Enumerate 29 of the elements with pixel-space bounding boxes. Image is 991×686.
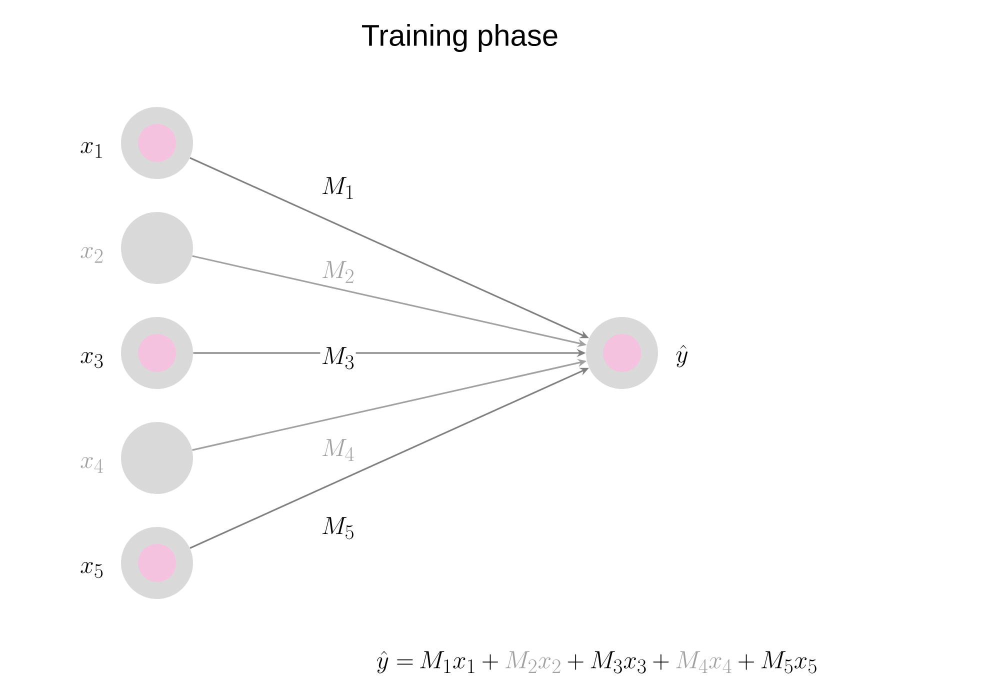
neuron-circle (121, 527, 193, 599)
neuron-circle (121, 107, 193, 179)
variable-label: $x_3$ (80, 352, 103, 368)
edge-label: $M_5$ (320, 516, 356, 540)
edge-label: $M_4$ (320, 438, 356, 462)
variable-label: $x_4$ (80, 457, 103, 473)
label: $M_4x_4$ (676, 651, 732, 674)
edge-label: $M_3$ (320, 346, 356, 370)
variable-label: $\hat{y}$ (676, 344, 688, 368)
label: $M_1x_1$ (420, 651, 474, 674)
neuron-circle (121, 212, 193, 284)
label: $\hat{y} =$ (376, 650, 413, 674)
variable-label: $x_2$ (80, 247, 103, 263)
neuron-circle (121, 422, 193, 494)
label: $M_5x_5$ (761, 651, 816, 674)
label: $M_2x_2$ (505, 651, 560, 674)
label: $+$ (482, 654, 498, 670)
variable-label: $x_1$ (80, 142, 102, 158)
equation: $\hat{y} =$ $M_1x_1$ $+$ $M_2x_2$ $+$ $M_3x_3$ $+$ $M_4x_4$ $+$ $M_5x_5$ (376, 650, 816, 674)
label: $M_3x_3$ (590, 651, 646, 674)
label: $+$ (568, 654, 584, 670)
title: Training phase (362, 24, 558, 52)
neuron-circle (586, 317, 658, 389)
neuron-circle (121, 317, 193, 389)
label: $+$ (653, 654, 669, 670)
edge-label: $M_1$ (320, 176, 356, 200)
variable-label: $x_5$ (80, 562, 103, 578)
label: $+$ (738, 654, 754, 670)
edge-label: $M_2$ (320, 260, 356, 284)
